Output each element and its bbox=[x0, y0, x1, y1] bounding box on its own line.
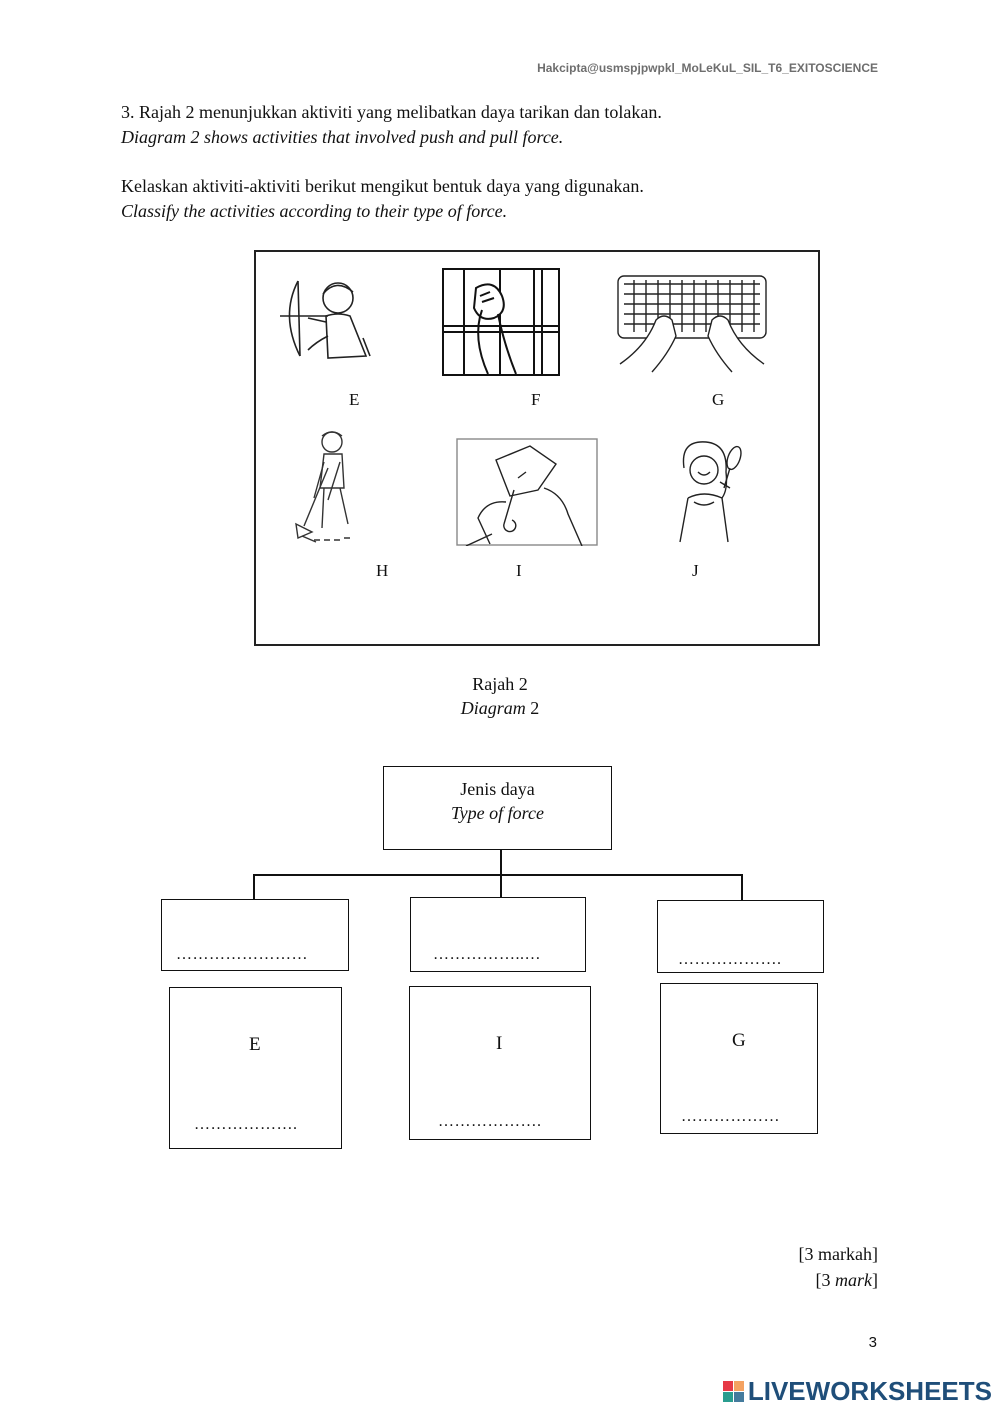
answer-letter-g: G bbox=[732, 1030, 746, 1051]
force-type-blank-3[interactable]: ………………. bbox=[678, 951, 782, 968]
answer-blank-i[interactable]: ………………. bbox=[438, 1113, 542, 1130]
connector-left bbox=[253, 874, 255, 900]
diagram-caption-en: Diagram 2 bbox=[400, 698, 600, 719]
diagram-caption-en-number: 2 bbox=[525, 698, 540, 718]
answer-box-g: G ……………… bbox=[660, 983, 818, 1134]
marks-en-close: ] bbox=[872, 1270, 878, 1290]
question-text-ms: 3. Rajah 2 menunjukkan aktiviti yang mel… bbox=[121, 102, 662, 122]
force-type-blank-box-3: ………………. bbox=[657, 900, 824, 973]
root-text-en: Type of force bbox=[451, 803, 544, 823]
connector-right bbox=[741, 874, 743, 900]
answer-blank-e[interactable]: ………………. bbox=[194, 1116, 298, 1133]
label-h: H bbox=[376, 561, 389, 580]
page-number: 3 bbox=[868, 1334, 877, 1351]
typing-keyboard-picture bbox=[617, 275, 767, 373]
girl-combing-picture bbox=[679, 441, 742, 543]
connector-horizontal bbox=[253, 874, 743, 876]
liveworksheets-brand-text: LIVEWORKSHEETS bbox=[747, 1376, 992, 1406]
marks-en-word: mark bbox=[835, 1270, 872, 1290]
marks-en-open: [3 bbox=[815, 1270, 835, 1290]
connector-middle bbox=[500, 874, 502, 898]
label-i: I bbox=[516, 561, 522, 580]
label-f: F bbox=[531, 390, 541, 409]
label-g: G bbox=[712, 390, 725, 409]
diagram-2-frame: E F G bbox=[254, 250, 820, 646]
answer-blank-g[interactable]: ……………… bbox=[681, 1108, 780, 1125]
liveworksheets-logo[interactable]: LIVEWORKSHEETS bbox=[722, 1376, 992, 1407]
cutting-paper-picture bbox=[456, 438, 598, 546]
connector-trunk bbox=[500, 850, 502, 876]
answer-box-i: I ………………. bbox=[409, 986, 591, 1140]
archer-boy-picture bbox=[280, 280, 371, 359]
sweeping-boy-picture bbox=[295, 431, 350, 543]
window-cleaning-picture bbox=[442, 268, 560, 376]
instruction-text-en: Classify the activities according to the… bbox=[121, 201, 508, 221]
question-text-en: Diagram 2 shows activities that involved… bbox=[121, 127, 564, 147]
force-type-blank-box-2: ……………..… bbox=[410, 897, 586, 972]
label-j: J bbox=[692, 561, 699, 580]
force-type-blank-box-1: …………………… bbox=[161, 899, 349, 971]
marks-en: [3 mark] bbox=[816, 1270, 879, 1291]
copyright-header: Hakcipta@usmspjpwpkl_MoLeKuL_SIL_T6_EXIT… bbox=[537, 61, 878, 75]
root-text-ms: Jenis daya bbox=[460, 779, 535, 799]
answer-letter-e: E bbox=[249, 1034, 261, 1055]
liveworksheets-logo-icon bbox=[722, 1381, 744, 1402]
instruction-text-ms: Kelaskan aktiviti-aktiviti berikut mengi… bbox=[121, 176, 644, 196]
diagram-caption-en-word: Diagram bbox=[460, 698, 526, 718]
answer-box-e: E ………………. bbox=[169, 987, 342, 1149]
label-e: E bbox=[349, 390, 360, 409]
diagram-caption-ms: Rajah 2 bbox=[472, 674, 528, 694]
answer-letter-i: I bbox=[496, 1033, 503, 1054]
marks-ms: [3 markah] bbox=[798, 1244, 878, 1264]
force-type-blank-1[interactable]: …………………… bbox=[176, 946, 308, 963]
force-type-blank-2[interactable]: ……………..… bbox=[433, 946, 541, 963]
type-of-force-root-box: Jenis daya Type of force bbox=[383, 766, 612, 850]
